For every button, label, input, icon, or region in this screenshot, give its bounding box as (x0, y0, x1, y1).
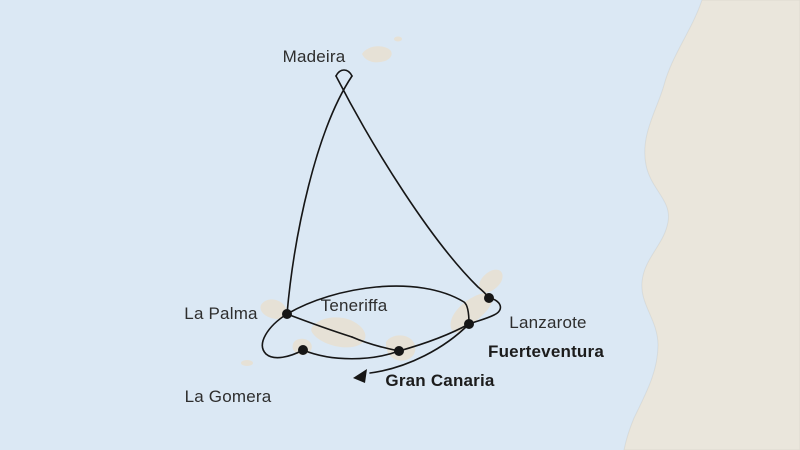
port-label-gran-canaria: Gran Canaria (385, 371, 495, 390)
island-madeira (362, 46, 392, 63)
island-la-palma (260, 299, 287, 319)
route-leg-final-westbound (369, 323, 470, 374)
port-label-lanzarote: Lanzarote (509, 313, 587, 332)
port-label-la-palma: La Palma (184, 304, 258, 323)
island-porto-santo (394, 36, 402, 42)
route-direction-arrowhead-icon (353, 369, 367, 383)
port-dot-fuerteventura (464, 319, 474, 329)
port-label-madeira: Madeira (282, 47, 346, 66)
route-leg-gran-canaria-fuerteventura (398, 323, 470, 352)
port-dot-lanzarote (484, 293, 494, 303)
route-leg-madeira-apex (335, 69, 353, 77)
landmass-mainland-coast (623, 0, 800, 450)
island-lanzarote (478, 269, 503, 293)
route-leg-lanzarote-fuerteventura-loop (468, 297, 502, 325)
route-leg-la-palma-la-gomera-loop (261, 313, 304, 359)
port-label-teneriffa: Teneriffa (320, 296, 388, 315)
route-leg-la-palma-madeira (286, 75, 353, 315)
route-leg-madeira-lanzarote (335, 75, 490, 299)
route-leg-la-gomera-gran-canaria (302, 349, 400, 360)
route-leg-la-palma-fuerteventura-arc (286, 285, 470, 325)
port-label-la-gomera: La Gomera (184, 387, 272, 406)
island-fuerteventura (450, 293, 493, 333)
route-leg-la-palma-teneriffa (286, 313, 353, 338)
island-el-hierro (241, 360, 253, 366)
port-dot-la-palma (282, 309, 292, 319)
port-dot-la-gomera (298, 345, 308, 355)
port-label-fuerteventura: Fuerteventura (488, 342, 604, 361)
port-dot-gran-canaria (394, 346, 404, 356)
